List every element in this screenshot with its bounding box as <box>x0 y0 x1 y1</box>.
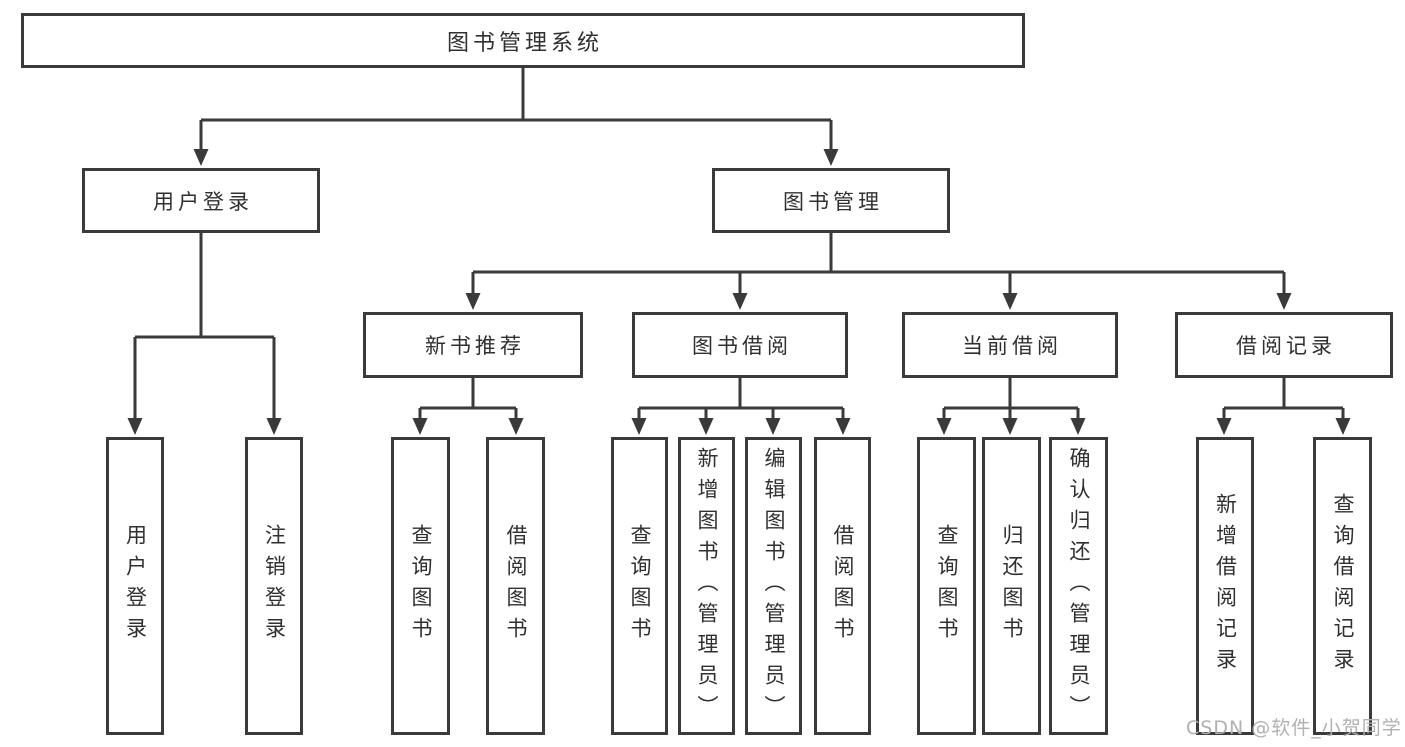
leaf-newrec-query-books: 查询图书 <box>391 437 450 735</box>
arrowheads-level4 <box>412 418 1351 435</box>
node-book-management: 图书管理 <box>712 168 950 233</box>
leaf-confirm-return-admin-label: 确认归还（管理员） <box>1067 446 1091 726</box>
csdn-watermark: CSDN @软件_小贺同学 <box>1186 717 1402 739</box>
leaf-borrowing-query-books-label: 查询图书 <box>628 524 652 648</box>
leaf-add-borrow-record: 新增借阅记录 <box>1196 437 1254 735</box>
node-borrowing-records: 借阅记录 <box>1175 312 1393 378</box>
leaf-borrowing-borrow-books: 借阅图书 <box>814 437 871 735</box>
connector-user-login-branch <box>133 233 276 419</box>
connector-root-to-level2 <box>199 68 833 150</box>
node-user-login: 用户登录 <box>82 168 320 233</box>
leaf-user-login: 用户登录 <box>106 437 164 735</box>
leaf-newrec-query-books-label: 查询图书 <box>409 524 433 648</box>
connector-book-borrow-children <box>637 378 845 420</box>
node-book-borrowing: 图书借阅 <box>632 312 848 378</box>
leaf-logout-label: 注销登录 <box>262 524 287 648</box>
leaf-query-borrow-record: 查询借阅记录 <box>1313 437 1372 735</box>
leaf-borrowing-borrow-books-label: 借阅图书 <box>831 524 855 648</box>
connector-new-book-rec-children <box>418 378 518 420</box>
leaf-newrec-borrow-books-label: 借阅图书 <box>504 524 528 648</box>
leaf-add-books-admin-label: 新增图书（管理员） <box>695 446 719 726</box>
leaf-current-query-books-label: 查询图书 <box>935 524 959 648</box>
leaf-current-query-books: 查询图书 <box>917 437 976 735</box>
connector-current-borrow-children <box>942 378 1080 420</box>
leaf-confirm-return-admin: 确认归还（管理员） <box>1049 437 1108 735</box>
connector-book-mgmt-to-level3 <box>471 233 1286 296</box>
leaf-return-books-label: 归还图书 <box>1000 524 1024 648</box>
leaf-logout: 注销登录 <box>245 437 303 735</box>
leaf-edit-books-admin-label: 编辑图书（管理员） <box>762 446 786 726</box>
node-current-borrowing: 当前借阅 <box>902 312 1118 378</box>
arrowheads-level3 <box>465 293 1292 310</box>
connector-borrow-records-children <box>1222 378 1345 420</box>
leaf-newrec-borrow-books: 借阅图书 <box>486 437 545 735</box>
arrowheads-user-login-branch <box>127 418 282 435</box>
arrowheads-level2 <box>193 149 839 166</box>
leaf-user-login-label: 用户登录 <box>123 524 148 648</box>
node-new-book-recommend: 新书推荐 <box>363 312 583 378</box>
leaf-add-books-admin: 新增图书（管理员） <box>678 437 735 735</box>
leaf-return-books: 归还图书 <box>982 437 1041 735</box>
node-root: 图书管理系统 <box>21 13 1025 68</box>
leaf-borrowing-query-books: 查询图书 <box>611 437 668 735</box>
leaf-add-borrow-record-label: 新增借阅记录 <box>1213 493 1238 679</box>
leaf-query-borrow-record-label: 查询借阅记录 <box>1331 493 1355 679</box>
leaf-edit-books-admin: 编辑图书（管理员） <box>745 437 802 735</box>
